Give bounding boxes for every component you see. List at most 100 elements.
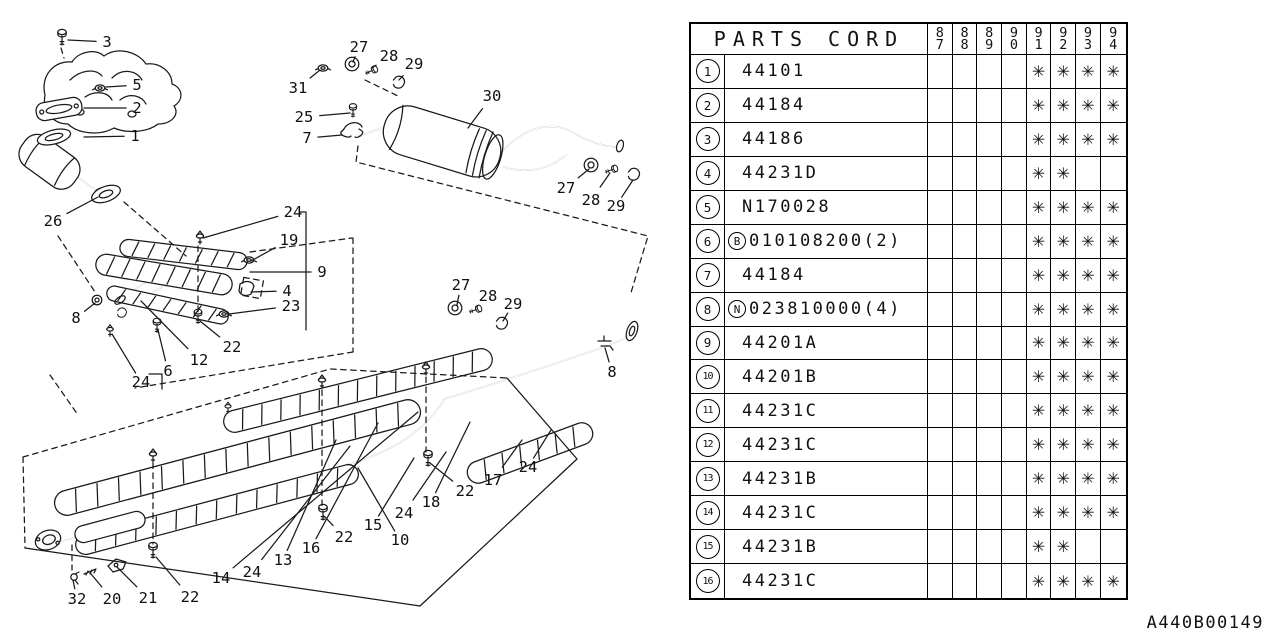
applicability-cell: ✳ xyxy=(1106,61,1120,81)
applicability-cell: ✳ xyxy=(1106,265,1120,285)
applicability-cell xyxy=(1002,564,1027,598)
applicability-cell: ✳ xyxy=(1027,496,1052,530)
applicability-cell: ✳ xyxy=(1076,258,1101,292)
applicability-cell: ✳ xyxy=(1051,428,1077,462)
applicability-cell: ✳ xyxy=(1051,122,1077,156)
callout-label-24: 24 xyxy=(395,504,414,522)
applicability-cell: ✳ xyxy=(1076,88,1101,122)
applicability-cell: ✳ xyxy=(1051,530,1077,564)
callout-label-19: 19 xyxy=(280,231,299,249)
applicability-cell: ✳ xyxy=(1051,496,1077,530)
callout-label-27: 27 xyxy=(557,179,576,197)
applicability-cell: ✳ xyxy=(1106,299,1120,319)
heat-shield-band xyxy=(223,348,493,433)
callout-bracket-24b xyxy=(148,373,163,390)
heat-shield-band xyxy=(119,238,248,271)
applicability-cell xyxy=(1002,462,1027,496)
applicability-cell: ✳ xyxy=(1051,55,1077,88)
gasket xyxy=(35,96,83,122)
applicability-cell xyxy=(977,360,1003,394)
callout-label-22: 22 xyxy=(181,588,200,606)
part-code: N170028 xyxy=(742,197,832,218)
part-code-cell: N170028 xyxy=(725,190,928,224)
applicability-cell xyxy=(1002,258,1027,292)
applicability-cell xyxy=(1002,224,1027,258)
doc-code: A440B00149 xyxy=(1146,613,1264,633)
item-number-badge: 10 xyxy=(695,364,720,389)
applicability-cell xyxy=(928,462,953,496)
applicability-cell: ✳ xyxy=(1027,122,1052,156)
part-code-cell: 44231C xyxy=(725,564,928,598)
applicability-cell xyxy=(1076,156,1101,190)
hanger-bracket-8 xyxy=(597,335,614,351)
applicability-cell: ✳ xyxy=(1027,326,1052,360)
applicability-cell xyxy=(1101,157,1126,190)
applicability-cell xyxy=(953,122,978,156)
part-code-cell: 44231C xyxy=(725,394,928,428)
callout-label-17: 17 xyxy=(484,471,503,489)
applicability-cell: ✳ xyxy=(1027,564,1052,598)
applicability-cell xyxy=(1002,326,1027,360)
callout-label-7: 7 xyxy=(302,129,311,147)
part-code: 44231C xyxy=(742,502,819,523)
applicability-cell xyxy=(928,530,953,564)
applicability-cell: ✳ xyxy=(1106,129,1120,149)
exhaust-manifold xyxy=(43,50,182,134)
applicability-cell xyxy=(977,428,1003,462)
callout-label-8: 8 xyxy=(71,309,80,327)
callout-label-28: 28 xyxy=(479,287,498,305)
item-number-cell: 16 xyxy=(691,564,725,598)
applicability-cell xyxy=(977,530,1003,564)
center-pipe xyxy=(443,335,629,400)
applicability-cell xyxy=(953,496,978,530)
applicability-cell: ✳ xyxy=(1051,190,1077,224)
callout-label-22: 22 xyxy=(223,338,242,356)
applicability-cell: ✳ xyxy=(1051,292,1077,326)
applicability-cell xyxy=(928,55,953,88)
heat-shield-band xyxy=(95,253,233,296)
item-number-badge: 16 xyxy=(695,569,720,594)
callout-label-21: 21 xyxy=(139,589,158,607)
applicability-cell: ✳ xyxy=(1051,394,1077,428)
applicability-cell: ✳ xyxy=(1051,258,1077,292)
item-number-cell: 3 xyxy=(691,122,725,156)
converter-outlet xyxy=(75,175,98,192)
callout-label-12: 12 xyxy=(190,351,209,369)
item-number-cell: 5 xyxy=(691,190,725,224)
item-number-cell: 6 xyxy=(691,224,725,258)
part-code-cell: 44231B xyxy=(725,530,928,564)
applicability-cell xyxy=(977,224,1003,258)
applicability-cell xyxy=(928,360,953,394)
applicability-cell xyxy=(953,156,978,190)
clamp-7 xyxy=(340,122,364,139)
callout-label-25: 25 xyxy=(295,108,314,126)
item-number-badge: 4 xyxy=(695,161,720,186)
callout-label-2: 2 xyxy=(132,99,141,117)
item-number-cell: 9 xyxy=(691,326,725,360)
applicability-cell: ✳ xyxy=(1106,503,1120,523)
callout-label-32: 32 xyxy=(68,590,87,608)
applicability-cell xyxy=(953,462,978,496)
callout-label-29: 29 xyxy=(607,197,626,215)
applicability-cell xyxy=(1002,360,1027,394)
item-number-badge: 6 xyxy=(695,229,720,254)
applicability-cell xyxy=(953,258,978,292)
applicability-cell: ✳ xyxy=(1106,435,1120,455)
applicability-cell xyxy=(977,462,1003,496)
pipe-bulge xyxy=(74,510,146,544)
item-number-badge: 11 xyxy=(695,398,720,423)
applicability-cell xyxy=(953,88,978,122)
item-number-badge: 8 xyxy=(695,297,720,322)
applicability-cell xyxy=(953,530,978,564)
heat-shield-band xyxy=(75,463,359,556)
callout-label-23: 23 xyxy=(282,297,301,315)
bracket-4 xyxy=(238,280,255,297)
applicability-cell xyxy=(928,224,953,258)
callout-label-4: 4 xyxy=(282,282,291,300)
